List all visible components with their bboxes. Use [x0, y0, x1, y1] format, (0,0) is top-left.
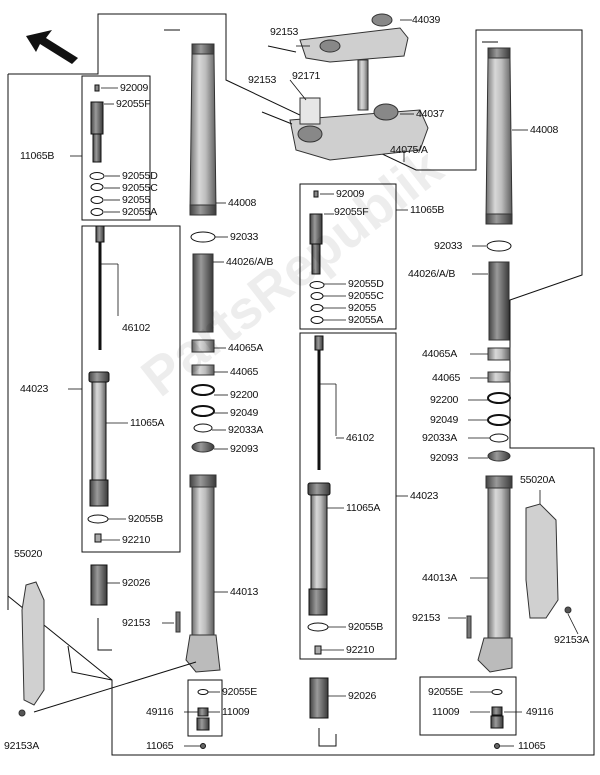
left-bottom-box	[187, 679, 223, 737]
part-label: 92153A	[4, 740, 40, 752]
part-label: 92033A	[422, 432, 458, 444]
part-label: 92049	[430, 414, 459, 426]
part-label: 46102	[122, 322, 151, 334]
part-label: 92033A	[228, 424, 264, 436]
middle-cartridge-parts	[307, 335, 337, 747]
middle-cap-box	[299, 183, 397, 330]
part-label: 92049	[230, 407, 259, 419]
part-label: 49116	[526, 706, 554, 718]
left-lower-parts	[90, 564, 112, 651]
part-label: 92055F	[116, 98, 151, 110]
part-label: 92026	[348, 690, 377, 702]
part-label: 11009	[432, 706, 460, 718]
front-direction-arrow-icon	[26, 30, 78, 64]
part-label: 92055A	[122, 206, 158, 218]
part-label: 92055E	[222, 686, 258, 698]
part-label: 92055D	[122, 170, 158, 182]
part-label: 44065A	[228, 342, 264, 354]
part-label: 49116	[146, 706, 174, 718]
part-label: 92009	[120, 82, 149, 94]
part-label: 44039	[412, 14, 441, 26]
right-bottom-parts	[490, 689, 504, 749]
group-boundary-lines	[7, 13, 595, 756]
part-label: 92055C	[122, 182, 158, 194]
part-label: 92055D	[348, 278, 384, 290]
part-label: 92033	[434, 240, 463, 252]
part-label: 92055	[122, 194, 151, 206]
part-label: 92093	[430, 452, 459, 464]
part-label: 11065B	[20, 150, 55, 162]
part-label: 44008	[228, 197, 257, 209]
part-label: 44037	[416, 108, 445, 120]
part-label: 92200	[230, 389, 259, 401]
part-label: 11065	[146, 740, 174, 752]
part-label: 92055B	[348, 621, 384, 633]
part-label: 92210	[346, 644, 375, 656]
part-label: 92171	[292, 70, 321, 82]
part-label: 44026/A/B	[408, 268, 456, 280]
left-cap-parts	[89, 84, 105, 216]
part-label: 92055C	[348, 290, 384, 302]
left-cartridge-parts	[87, 225, 119, 543]
part-label: 92026	[122, 577, 151, 589]
part-label: 92055B	[128, 513, 164, 525]
top-clamp	[267, 13, 409, 111]
part-label: 92009	[336, 188, 365, 200]
part-label: 44008	[530, 124, 559, 136]
part-label: 92055F	[334, 206, 369, 218]
leader-lines	[68, 19, 579, 747]
part-label: 44065A	[422, 348, 458, 360]
part-label: 11065B	[410, 204, 445, 216]
part-label: 11009	[222, 706, 250, 718]
part-label: 11065A	[130, 417, 165, 429]
part-label: 55020	[14, 548, 43, 560]
left-fork-guard	[18, 581, 197, 717]
part-label: 44013	[230, 586, 259, 598]
right-fork-guard	[525, 503, 572, 619]
part-label: 44075/A	[390, 144, 428, 156]
part-label: 44026/A/B	[226, 256, 274, 268]
part-label: 92055A	[348, 314, 384, 326]
middle-cap-parts	[309, 190, 325, 324]
part-label: 44065	[230, 366, 259, 378]
left-bottom-parts	[196, 689, 210, 749]
left-cap-box	[81, 75, 151, 221]
part-label: 92153	[270, 26, 299, 38]
right-bottom-box	[419, 676, 517, 736]
part-label: 92033	[230, 231, 259, 243]
part-label: 44065	[432, 372, 461, 384]
bottom-clamp	[261, 97, 429, 161]
part-label: 44013A	[422, 572, 458, 584]
part-label: 92055	[348, 302, 377, 314]
part-label: 44023	[410, 490, 439, 502]
part-label: 92200	[430, 394, 459, 406]
part-label: 92055E	[428, 686, 464, 698]
part-label: 55020A	[520, 474, 556, 486]
part-label: 92153	[412, 612, 441, 624]
part-label: 11065A	[346, 502, 381, 514]
part-label: 46102	[346, 432, 375, 444]
part-label: 44023	[20, 383, 49, 395]
part-label: 92153A	[554, 634, 590, 646]
part-label: 92153	[248, 74, 277, 86]
part-label: 92153	[122, 617, 151, 629]
part-label: 92093	[230, 443, 259, 455]
part-label: 11065	[518, 740, 546, 752]
right-outer-tube	[466, 41, 513, 673]
part-label: 92210	[122, 534, 151, 546]
